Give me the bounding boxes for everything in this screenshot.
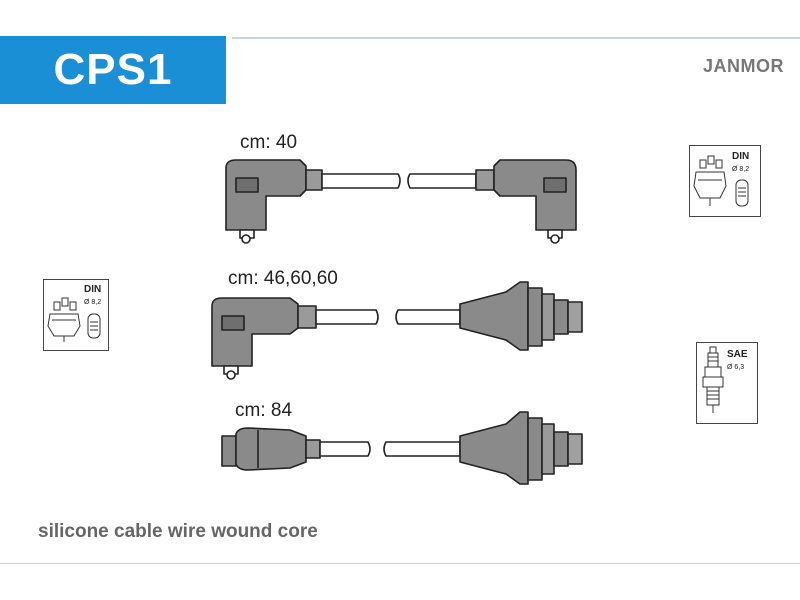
svg-text:DIN: DIN	[732, 151, 749, 162]
svg-text:Ø 8,2: Ø 8,2	[732, 166, 749, 173]
part-code-box: CPS1	[0, 36, 226, 104]
sae-standard-box: SAE Ø 6,3	[696, 342, 758, 424]
svg-text:DIN: DIN	[84, 284, 101, 295]
cable-3-left-straight-boot	[221, 427, 321, 471]
cable-2-wire	[315, 309, 461, 325]
cable-2-left-angle-boot	[211, 297, 317, 380]
din-right-standard-box: DIN Ø 8,2	[689, 145, 761, 217]
distributor-cap-icon: DIN Ø 8,2	[693, 151, 749, 207]
cable-1-length-label: cm: 40	[240, 132, 298, 153]
cable-1-left-angle-boot	[225, 159, 323, 244]
svg-text:Ø 6,3: Ø 6,3	[727, 364, 744, 371]
cable-3	[221, 411, 583, 485]
cable-description: silicone cable wire wound core	[38, 521, 318, 542]
din-left-standard-box: DIN Ø 8,2	[43, 279, 109, 351]
header-divider	[232, 37, 800, 39]
part-code: CPS1	[53, 45, 173, 94]
cable-2-straight-plug-boot	[459, 281, 583, 351]
cable-3-straight-plug-boot	[459, 411, 583, 485]
cable-1	[225, 159, 577, 244]
cable-3-length-label: cm: 84	[235, 400, 293, 421]
cable-1-right-angle-boot	[475, 159, 577, 244]
cable-1-wire	[321, 173, 477, 189]
spark-plug-icon: SAE Ø 6,3	[702, 346, 748, 413]
distributor-cap-icon: DIN Ø 8,2	[47, 284, 101, 342]
footer-divider	[0, 563, 800, 564]
cable-2-length-label: cm: 46,60,60	[228, 268, 338, 289]
cable-2	[211, 281, 583, 380]
svg-text:SAE: SAE	[727, 349, 748, 360]
brand-name: JANMOR	[702, 56, 784, 76]
cable-3-wire	[319, 441, 461, 457]
svg-text:Ø 8,2: Ø 8,2	[84, 299, 101, 306]
